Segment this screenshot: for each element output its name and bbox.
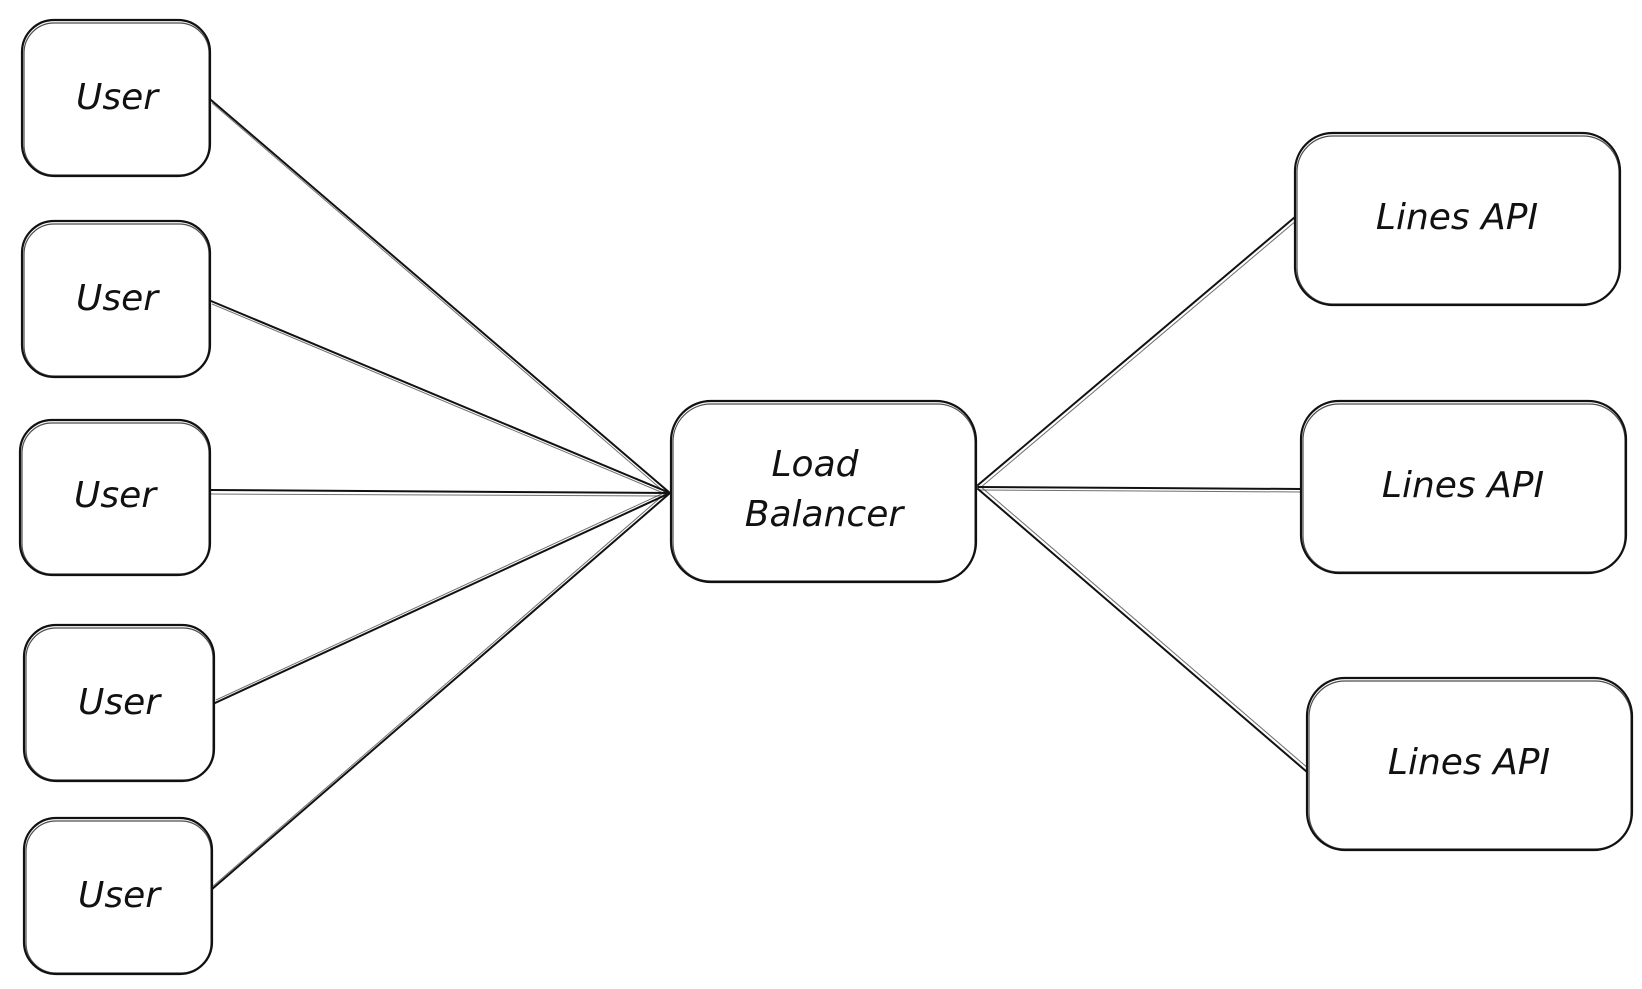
- load-balancer-node: Load Balancer: [669, 399, 978, 584]
- user-node-3: User: [18, 418, 212, 577]
- user-nodes: User User User User User: [18, 18, 216, 976]
- load-balancer-label-line-1: Load: [772, 444, 860, 485]
- user-node-2: User: [20, 219, 212, 379]
- user-node-5-label: User: [78, 875, 162, 916]
- edge-user-4-to-lb-sketch: [215, 490, 669, 701]
- user-node-3-label: User: [74, 475, 158, 516]
- edge-user-3-to-lb: [210, 489, 671, 494]
- api-node-2: Lines API: [1299, 399, 1628, 575]
- edge-user-1-to-lb-sketch: [211, 102, 669, 496]
- user-node-1-label: User: [76, 77, 160, 118]
- edge-user-1-to-lb: [210, 99, 671, 494]
- api-node-3-label: Lines API: [1388, 742, 1550, 783]
- api-node-2-label: Lines API: [1382, 465, 1544, 506]
- api-nodes: Lines API Lines API Lines API: [1293, 131, 1634, 852]
- edge-lb-to-api-1: [977, 216, 1296, 486]
- edge-user-4-to-lb: [214, 492, 671, 704]
- user-node-5: User: [22, 816, 214, 976]
- api-node-1-label: Lines API: [1376, 197, 1538, 238]
- edge-user-5-to-lb: [210, 492, 671, 891]
- user-node-1: User: [20, 18, 212, 178]
- edge-user-5-to-lb-sketch: [211, 490, 669, 888]
- user-node-2-label: User: [76, 278, 160, 319]
- edge-lb-to-api-3-sketch: [979, 485, 1310, 770]
- edge-lb-to-api-3: [977, 488, 1308, 773]
- edges: [210, 99, 1310, 891]
- user-node-4-label: User: [78, 682, 162, 723]
- edge-user-2-to-lb: [210, 300, 671, 494]
- load-balancer-label-line-2: Balancer: [745, 494, 906, 535]
- edge-user-3-to-lb-sketch: [210, 493, 669, 497]
- user-node-4: User: [22, 623, 216, 783]
- api-node-3: Lines API: [1305, 676, 1634, 852]
- edge-lb-to-api-2: [977, 486, 1302, 490]
- edge-lb-to-api-2-sketch: [979, 489, 1302, 493]
- api-node-1: Lines API: [1293, 131, 1622, 307]
- edge-lb-to-api-1-sketch: [979, 219, 1298, 489]
- edge-user-2-to-lb-sketch: [211, 303, 669, 496]
